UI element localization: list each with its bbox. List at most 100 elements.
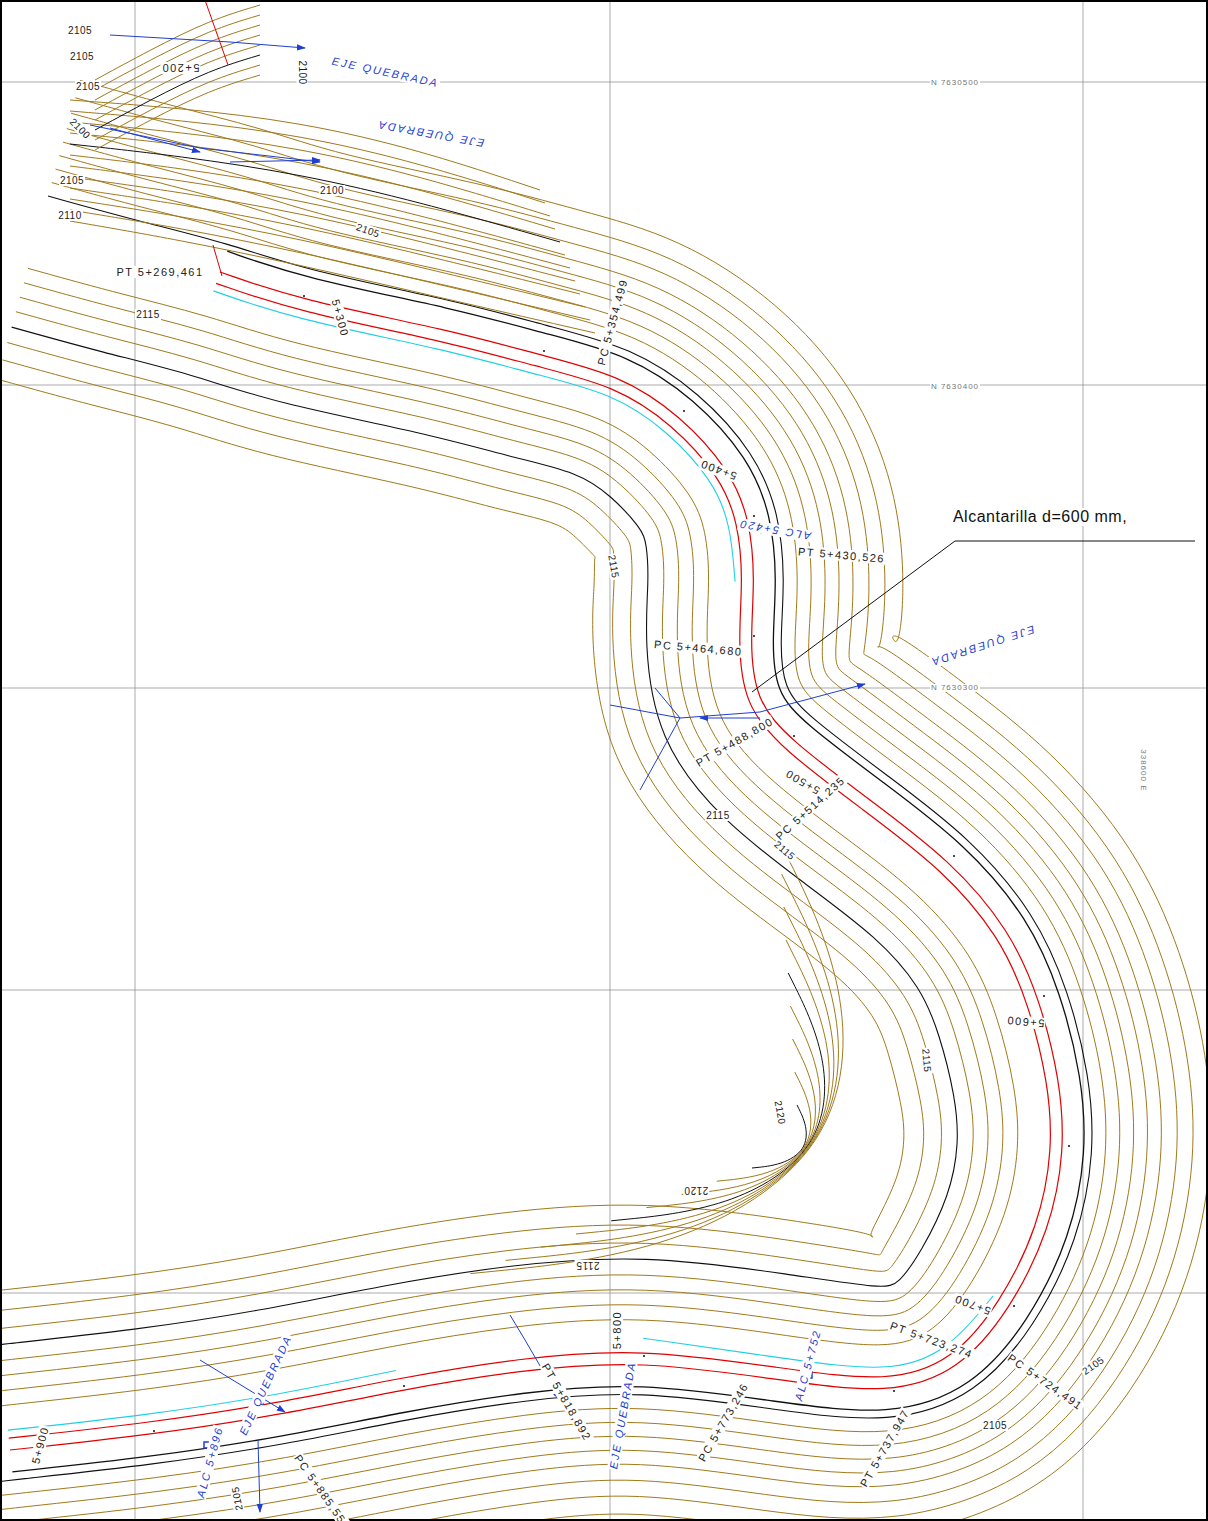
contour-line (2, 360, 924, 1319)
callout-note: Alcantarilla d=600 mm, (952, 508, 1128, 526)
contour-line (576, 940, 829, 1234)
contour-elevation: 2105 (59, 175, 85, 186)
contour-elevation: 2115 (606, 552, 621, 579)
stream-axis (610, 684, 865, 718)
grid-coordinate: 338600 E (1138, 748, 1147, 792)
station-dot (753, 515, 755, 517)
contour-line (646, 1006, 820, 1208)
station-label: PC 5+885,556 (291, 1451, 353, 1521)
station-dot (1043, 995, 1045, 997)
leader-line (752, 541, 1195, 692)
contour-line (2, 343, 941, 1337)
contour-elevation: 2100 (319, 185, 345, 196)
station-label: PT 5+737,947 (857, 1406, 912, 1489)
contour-line (2, 142, 1147, 1519)
grid-line (2, 385, 1206, 386)
grid-line (135, 2, 136, 1519)
stream-label: EJE QUEBRADA (236, 1332, 294, 1438)
station-label: PC 5+464,680 (652, 638, 743, 658)
grid-line (610, 2, 611, 1519)
section-line (213, 245, 222, 276)
station-label: PT 5+269,461 (115, 266, 204, 278)
stream-axis (230, 160, 320, 162)
contour-line (70, 166, 570, 268)
stream-axis (700, 718, 760, 719)
stream-axis (110, 35, 305, 48)
station-dot (893, 1390, 895, 1392)
grid-line (2, 688, 1206, 689)
station-dot (303, 295, 305, 297)
station-dot (683, 410, 685, 412)
station-dot (1013, 1305, 1015, 1307)
stream-label: EJE QUEBRADA (606, 1359, 637, 1470)
station-label: PT 5+723,274 (888, 1319, 976, 1361)
section-line (205, 2, 228, 65)
stream-label: ALC 5+752 (792, 1327, 823, 1403)
contour-line (2, 268, 1018, 1413)
contour-elevation: 2105 (1079, 1353, 1107, 1377)
contour-line (70, 199, 585, 307)
contour-elevation: 2105 (75, 81, 101, 92)
grid-line (2, 990, 1206, 991)
station-dot (953, 855, 955, 857)
station-dot (403, 1385, 405, 1387)
contour-elevation: 2115 (772, 838, 799, 863)
station-dot (753, 635, 755, 637)
road-edge (9, 283, 1051, 1438)
contour-elevation: 2100 (67, 115, 93, 141)
contour-elevation: 2115 (135, 309, 161, 320)
ditch-line (213, 291, 735, 582)
station-label: PT 5+818,892 (539, 1360, 594, 1443)
stream-label: EJE QUEBRADA (927, 623, 1036, 669)
station-label: 5+400 (697, 457, 739, 482)
grid-coordinate: N 7630400 (930, 383, 980, 392)
station-dot (643, 1355, 645, 1357)
station-label: 5+800 (611, 1310, 623, 1350)
station-label: PC 5+354,499 (594, 277, 629, 368)
contour-elevation: 2105 (354, 220, 382, 239)
station-dot (1068, 1145, 1070, 1147)
contour-elevation: 2115 (575, 1260, 601, 1271)
contour-elevation: 2105 (982, 1420, 1008, 1431)
contour-elevation: 2115 (705, 810, 731, 821)
contour-line (541, 907, 834, 1247)
contour-line (470, 841, 843, 1274)
contour-elevation: 2120 (683, 1185, 709, 1196)
grid-line (2, 82, 1206, 83)
contour-elevation: 2105 (69, 51, 95, 62)
stream-axis (110, 128, 200, 152)
contour-line (2, 129, 1161, 1519)
contour-line (2, 297, 988, 1383)
contour-line (95, 75, 260, 150)
contour-line (70, 177, 575, 281)
station-label: PT 5+488,800 (693, 714, 776, 769)
grid-coordinate: N 7630500 (930, 79, 980, 88)
contour-elevation: 2120 (772, 1098, 787, 1126)
grid-coordinate: N 7630300 (930, 684, 980, 693)
stream-label: EJE QUEBRADA (374, 118, 485, 149)
stream-axis (90, 125, 320, 162)
contour-line (2, 327, 957, 1353)
station-label: PT 5+430,526 (797, 545, 887, 565)
contour-line (2, 196, 1092, 1488)
contour-line (682, 1039, 816, 1194)
contour-elevation: 2105 (67, 25, 93, 36)
stream-axis (640, 718, 680, 790)
station-dot (793, 735, 795, 737)
station-dot (153, 1430, 155, 1432)
road-axis (10, 272, 1062, 1450)
stream-label: ALC 5+420 (737, 518, 813, 543)
contour-elevation: 2105 (229, 1484, 244, 1512)
station-label: 5+900 (29, 1424, 51, 1466)
ditch-line (8, 1370, 396, 1430)
stream-axis (258, 1440, 260, 1512)
contour-line (2, 183, 1106, 1502)
station-label: 5+600 (1004, 1014, 1045, 1030)
stream-label: ALC 5+896 (194, 1424, 225, 1500)
grid-line (2, 1293, 1206, 1294)
contour-line (70, 144, 560, 242)
contour-line (95, 55, 260, 130)
